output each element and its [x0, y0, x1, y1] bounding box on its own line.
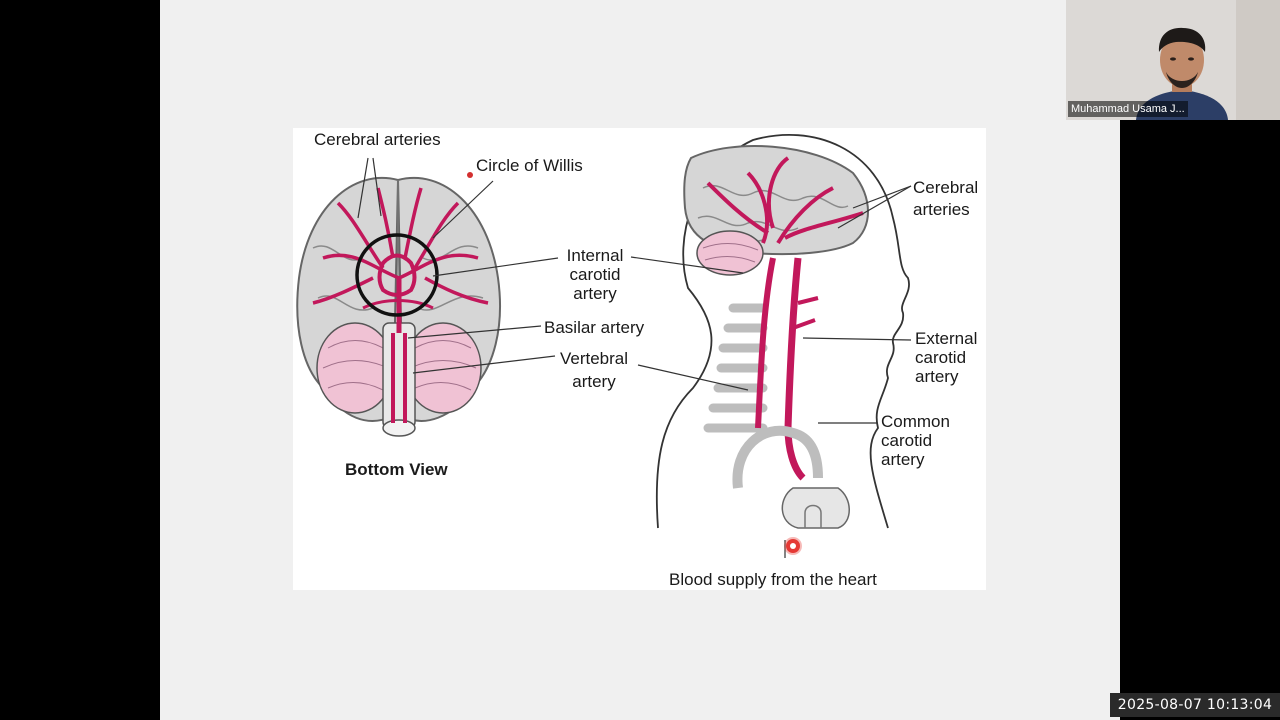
label-cerebral-arteries-left: Cerebral arteries	[314, 130, 441, 149]
diagram-illustration	[296, 133, 912, 558]
label-common-carotid-artery: Common carotid artery	[881, 412, 950, 469]
label-internal-carotid-artery: Internal carotid artery	[566, 246, 624, 303]
label-vertebral-artery: Vertebral artery	[559, 349, 629, 391]
left-black-bar	[0, 0, 160, 720]
label-bottom-view: Bottom View	[345, 460, 448, 479]
label-blood-supply-from-heart: Blood supply from the heart	[669, 570, 877, 589]
label-leader-lines	[357, 157, 912, 558]
right-black-bar	[1120, 0, 1280, 720]
brain-arteries-diagram: Cerebral arteries Circle of Willis Inter…	[293, 128, 986, 590]
label-external-carotid-artery: External carotid artery	[915, 329, 978, 386]
label-circle-of-willis: Circle of Willis	[476, 156, 583, 175]
webcam-video-tile[interactable]	[1066, 0, 1280, 120]
label-basilar-artery: Basilar artery	[544, 318, 645, 337]
participant-video-frame	[1066, 0, 1280, 120]
label-cerebral-arteries-right: Cerebral arteries	[913, 178, 979, 219]
participant-name-label: Muhammad Usama J...	[1068, 101, 1188, 117]
recording-timestamp: 2025-08-07 10:13:04	[1110, 693, 1280, 717]
head-side-view	[655, 133, 910, 529]
brain-bottom-view	[296, 172, 501, 437]
pointer-cursor	[786, 539, 800, 553]
